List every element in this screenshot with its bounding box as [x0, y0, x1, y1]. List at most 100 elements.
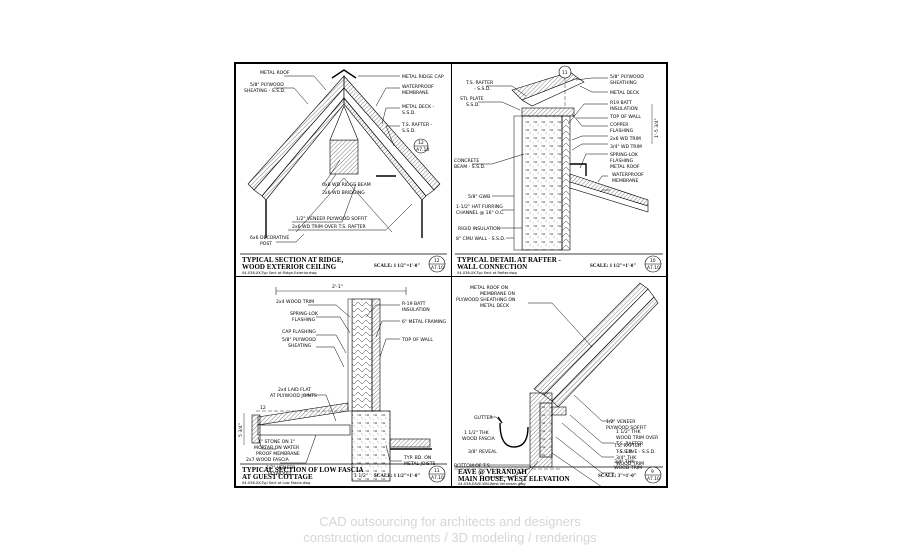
label-rafter-sub: -S.S.D. — [618, 449, 633, 455]
label-spring: SPRING-LOK — [610, 152, 639, 158]
label-post: 6x6 DECORATIVE — [250, 235, 289, 241]
label-veneer: 1/2" VENEER — [266, 465, 296, 471]
label-soffit: 1/2" VENEER — [606, 419, 636, 425]
dim-bottom-1: 1 1/2" — [354, 473, 368, 479]
label-plate: STL PLATE — [460, 96, 484, 102]
low-fascia-drawing: 2'-1" 5 3/4" 12 1 1/2" 5" — [238, 284, 447, 482]
dim-side: 5 3/4" — [238, 423, 244, 437]
label-bottom: BOTTOM OF T.S. — [454, 463, 491, 469]
rafter-wall-drawing: 11 1'-5 3/4" — [454, 65, 663, 275]
label-plywood: 5/8" PLYWOOD — [610, 74, 644, 80]
label-metal-roof: METAL ROOF — [610, 164, 640, 170]
watermark-line-2: construction documents / 3D modeling / r… — [303, 530, 597, 545]
label-bridging: 2x6 WD BRIDGING — [322, 190, 365, 196]
label-beam: CONCRETE — [454, 158, 479, 164]
label-veneer-sub: PLYWOOD — [268, 471, 291, 477]
label-plywood-sub: SHEATHING — [610, 80, 637, 86]
tag-number-ridge: 12 — [434, 258, 440, 264]
label-flat: 2x4 LAID FLAT — [278, 387, 311, 393]
tag-number-rafter: 10 — [650, 258, 656, 264]
label-framing: 6" METAL FRAMING — [402, 319, 447, 325]
gutter — [499, 422, 529, 448]
label-top-wall: TOP OF WALL — [609, 114, 641, 120]
tag-sheet-ridge: A7.10 — [431, 265, 444, 271]
concrete-beam — [521, 107, 575, 117]
label-rafter: T.S. RAFTER — [613, 443, 642, 449]
ridge-cap — [331, 69, 357, 79]
low-roof — [257, 402, 349, 426]
title-rafter-1: TYPICAL DETAIL AT RAFTER - — [457, 256, 562, 264]
label-batt: R-19 BATT — [402, 301, 426, 307]
detail-ridge: METAL ROOF 5/8" PLYWOOD SHEATING - S.S.D… — [236, 64, 452, 277]
grid-12: 12 — [260, 405, 266, 411]
label-ply-sub: SHEATING — [288, 343, 312, 349]
file-rafter: 04-036-XX-Typ Sect at Rafter.dwg — [457, 271, 517, 275]
label-roof-4: METAL DECK — [480, 303, 510, 309]
label-membrane-sub: MEMBRANE — [402, 90, 429, 96]
label-copper-sub: FLASHING — [610, 128, 634, 134]
title-ridge-1: TYPICAL SECTION AT RIDGE, — [242, 256, 344, 264]
label-rafter-sub: - S.S.D. — [474, 86, 491, 92]
label-gutter: GUTTER — [474, 415, 493, 421]
ridge-drawing: METAL ROOF 5/8" PLYWOOD SHEATING - S.S.D… — [240, 69, 447, 275]
label-post-sub: POST — [260, 241, 272, 247]
grid-11: 11 — [562, 70, 568, 76]
label-rafter-sub: S.S.D. — [402, 128, 416, 134]
label-membrane-sub: MEMBRANE — [612, 178, 639, 184]
label-copper: COPPER — [610, 122, 629, 128]
label-plate-sub: S.S.D. — [466, 102, 480, 108]
title-ridge-2: WOOD EXTERIOR CEILING — [242, 263, 337, 271]
label-rafter: T.S. RAFTER - — [401, 122, 433, 128]
cmu-wall — [521, 115, 563, 251]
label-trim-34: 3/4" WD TRIM — [610, 144, 642, 150]
label-soffit-sub: PLYWOOD SOFFIT — [606, 425, 646, 431]
detail-eave: METAL ROOF ON MEMBRANE ON PLYWOOD SHEATH… — [452, 277, 666, 486]
watermark-line-1: CAD outsourcing for architects and desig… — [319, 514, 581, 529]
label-batt-sub: INSULATION — [610, 106, 638, 112]
label-spring: SPRING-LOK — [290, 311, 319, 317]
label-beam-sub: BEAM - S.S.D. — [454, 164, 486, 170]
label-gwb: 5/8" GWB — [468, 194, 490, 200]
label-deck-sub: S.S.D. — [402, 110, 416, 116]
scale-rafter: SCALE: 1 1/2"=1'-0" — [590, 264, 636, 269]
detail-rafter-wall: 11 1'-5 3/4" — [452, 64, 666, 277]
file-ridge: 04-036-XX-Typ Sect at Ridge-Exterior.dwg — [242, 271, 317, 275]
label-trim: 2x6 WD TRIM OVER T.S. RAFTER — [292, 224, 367, 230]
label-top-wall: TOP OF WALL — [401, 337, 433, 343]
tag-sheet-rafter: A7.10 — [647, 265, 660, 271]
detail-low-fascia: 2'-1" 5 3/4" 12 1 1/2" 5" — [236, 277, 452, 486]
label-joists-sub: METAL JOISTS — [404, 461, 436, 467]
label-ridge-cap: METAL RIDGE CAP — [402, 74, 444, 80]
callout-sheet: A7.10 — [416, 147, 429, 153]
label-fascia: 2x7 WOOD FASCIA — [246, 457, 290, 463]
label-furring-sub: CHANNEL @ 16" O.C. — [456, 210, 505, 216]
label-roof-3: PLYWOOD SHEATHING ON — [456, 297, 515, 303]
label-flat-sub: AT PLYWOOD JOINTS — [270, 393, 317, 399]
wood-fascia — [251, 414, 261, 444]
label-roof-1: METAL ROOF ON — [470, 285, 508, 291]
drawing-sheet: METAL ROOF 5/8" PLYWOOD SHEATING - S.S.D… — [234, 62, 668, 488]
label-batt-sub: INSULATION — [402, 307, 430, 313]
label-plywood: 5/8" PLYWOOD — [250, 82, 284, 88]
label-trim: 2x4 WOOD TRIM — [276, 299, 314, 305]
label-membrane: WATERPROOF — [402, 84, 434, 90]
label-trim-2x6: 2x6 WD TRIM — [610, 136, 641, 142]
batt-insulation — [351, 298, 373, 412]
label-furring: 1-1/2" HAT FURRING — [456, 204, 503, 210]
callout-number: 12 — [418, 140, 424, 146]
label-rigid: RIGID INSULATION — [458, 226, 500, 232]
label-soffit: 1/2" VENEER PLYWOOD SOFFIT — [296, 216, 367, 222]
label-batt: R19 BATT — [610, 100, 632, 106]
label-joists: TYP. BD. ON — [403, 455, 431, 461]
title-rafter-2: WALL CONNECTION — [457, 263, 527, 271]
label-rafter: T.S. RAFTER — [465, 80, 494, 86]
label-cmu: 8" CMU WALL - S.S.D. — [456, 236, 505, 242]
label-spring-sub: FLASHING — [610, 158, 634, 164]
watermark: CAD outsourcing for architects and desig… — [0, 514, 900, 546]
label-thk-sub: WOOD TRIM — [614, 465, 642, 471]
eave-drawing: METAL ROOF ON MEMBRANE ON PLYWOOD SHEATH… — [454, 282, 659, 486]
eave-roof — [533, 282, 649, 396]
ridge-roof-right — [343, 75, 441, 201]
label-metal-roof: METAL ROOF — [260, 70, 290, 76]
label-spring-sub: FLASHING — [292, 317, 316, 323]
